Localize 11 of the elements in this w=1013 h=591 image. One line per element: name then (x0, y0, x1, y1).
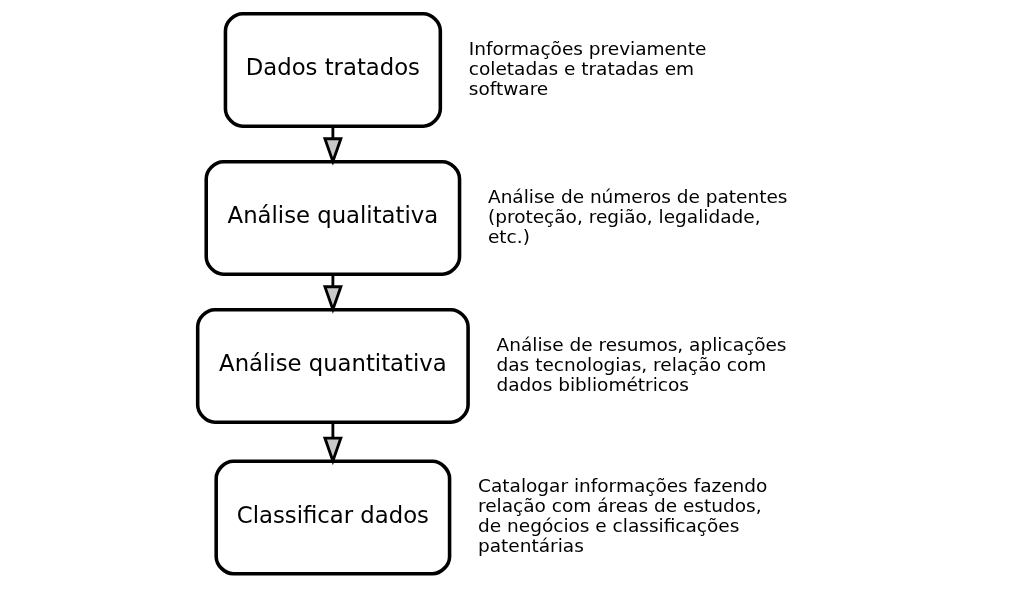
node-box: Dados tratados (223, 11, 443, 128)
node-box: Classificar dados (214, 459, 452, 576)
node-label: Informações previamente coletadas e tratadas em software (468, 37, 707, 99)
node-box: Análise quantitativa (195, 307, 470, 424)
node-label: Análise de números de patentes (proteção, região, legalidade, etc.) (488, 185, 788, 247)
node-box: Análise qualitativa (204, 159, 462, 276)
node-label: Análise de resumos, aplicações das tecnologias, relação com dados bibliométricos (496, 333, 787, 395)
arrow (322, 422, 343, 466)
arrow (322, 126, 343, 166)
node-label: Catalogar informações fazendo relação com áreas de estudos, de negócios e classificações patentárias (478, 475, 768, 557)
arrow (322, 274, 343, 314)
